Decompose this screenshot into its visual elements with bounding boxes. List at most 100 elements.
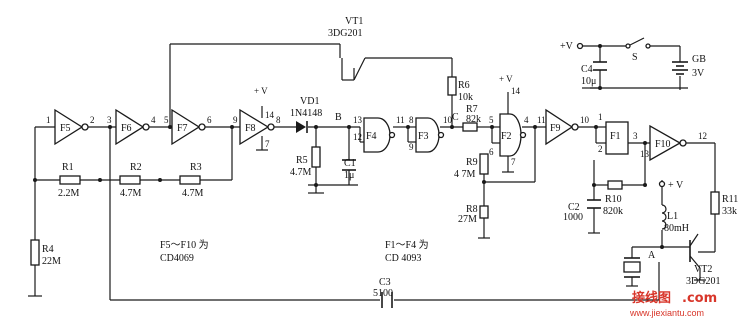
pin-label: 11 <box>537 115 546 125</box>
resistor-r9: R9 4 7M <box>454 153 489 180</box>
pin-label: 1 <box>598 112 603 122</box>
pin-label: 5 <box>489 115 494 125</box>
capacitor-c1: C1 1μ <box>342 158 356 181</box>
gate-f6-label: F6 <box>121 123 132 134</box>
gate-f3: F3 8 9 10 <box>409 115 453 153</box>
ground-symbols <box>28 87 706 297</box>
gate-f10: F10 13 12 <box>640 124 707 162</box>
gate-f1: F1 1 2 3 <box>598 112 638 155</box>
gate-f7: F7 5 6 <box>164 108 212 146</box>
resistor-r3: R3 4.7M <box>179 162 204 199</box>
resistor-r1: R1 2.2M <box>58 162 81 199</box>
r7-name: R7 <box>466 104 478 115</box>
gate-f5-label: F5 <box>60 123 71 134</box>
c3-name: C3 <box>379 277 391 288</box>
capacitor-c4: C4 10μ <box>581 61 607 87</box>
note-cd4069: CD4069 <box>160 253 194 264</box>
r9-name: R9 <box>466 157 478 168</box>
resistor-r2: R2 4.7M <box>119 162 142 199</box>
pin-label: 2 <box>90 115 95 125</box>
r4-value: 22M <box>42 256 61 267</box>
pin-label: 6 <box>207 115 212 125</box>
gate-f3-label: F3 <box>418 131 429 142</box>
watermark: 接线图 .com www.jiexiantu.com <box>629 290 717 318</box>
pin-label: 8 <box>409 115 414 125</box>
pin-label: 9 <box>233 115 238 125</box>
gate-f4-label: F4 <box>366 131 377 142</box>
watermark-url: www.jiexiantu.com <box>629 308 704 318</box>
pin-label: 1 <box>46 115 51 125</box>
supply-label: +V <box>560 41 574 52</box>
supply-label: + V <box>254 86 268 96</box>
r11-value: 33k <box>722 206 737 217</box>
transistor-vt1: VT1 3DG201 <box>328 16 363 39</box>
transducer: A <box>623 250 656 278</box>
r3-name: R3 <box>190 162 202 173</box>
r6-name: R6 <box>458 80 470 91</box>
resistor-r8: R8 27M <box>458 204 489 225</box>
supply-label: + V <box>499 74 513 84</box>
resistor-r10: R10 820k <box>603 180 623 217</box>
gate-f9: F9 11 10 <box>537 108 590 146</box>
pin-label: 10 <box>580 115 590 125</box>
gate-f8-label: F8 <box>245 123 256 134</box>
note-f5-f10: F5～F10 为 <box>160 239 209 251</box>
pin-label: 11 <box>396 115 405 125</box>
gate-f10-label: F10 <box>655 139 671 150</box>
gate-f4: F4 13 12 11 <box>353 115 405 153</box>
watermark-com: .com <box>682 291 717 306</box>
r2-value: 4.7M <box>120 188 142 199</box>
c3-value: 5100 <box>373 288 393 299</box>
pin-label: 2 <box>598 144 603 154</box>
watermark-text: 接线图 <box>632 290 671 306</box>
pin-label: 6 <box>489 147 494 157</box>
gate-f1-label: F1 <box>610 131 621 142</box>
pin-label: 3 <box>107 115 112 125</box>
vd1-name: VD1 <box>300 96 319 107</box>
vt1-name: VT1 <box>345 16 363 27</box>
r8-value: 27M <box>458 214 477 225</box>
resistor-r5: R5 4.7M <box>290 146 321 178</box>
gb-value: 3V <box>692 68 705 79</box>
capacitor-c3: C3 5100 <box>373 277 393 308</box>
node-a-label: A <box>648 250 656 261</box>
resistor-r11: R11 33k <box>710 191 738 217</box>
vt2-type: 3DG201 <box>686 276 720 287</box>
pin-label: 13 <box>640 149 650 159</box>
r4-name: R4 <box>42 244 54 255</box>
supply-label: + V <box>668 180 684 191</box>
node-b-label: B <box>335 112 342 123</box>
gate-f6: F6 3 4 <box>107 108 156 146</box>
gb-name: GB <box>692 54 706 65</box>
r7-value: 82k <box>466 114 481 125</box>
capacitor-c2: C2 1000 <box>563 199 601 223</box>
pin-label: 12 <box>698 131 707 141</box>
vd1-type: 1N4148 <box>290 108 322 119</box>
pin-label: 4 <box>151 115 156 125</box>
gate-f5: F5 1 2 <box>46 108 95 146</box>
diode-vd1: VD1 1N4148 <box>290 96 322 133</box>
c1-name: C1 <box>344 158 356 169</box>
pin-label: 14 <box>265 110 275 120</box>
pin-label: 13 <box>353 115 363 125</box>
gate-f9-label: F9 <box>550 123 561 134</box>
c4-value: 10μ <box>581 76 596 87</box>
pin-label: 10 <box>443 115 453 125</box>
pin-label: 4 <box>524 115 529 125</box>
r10-name: R10 <box>605 194 622 205</box>
r5-value: 4.7M <box>290 167 312 178</box>
r11-name: R11 <box>722 194 738 205</box>
junction-dots <box>33 44 664 249</box>
gate-f7-label: F7 <box>177 123 188 134</box>
pin-label: 7 <box>511 157 516 167</box>
r9-value: 4 7M <box>454 169 476 180</box>
chip-notes: F5～F10 为 CD4069 F1～F4 为 CD 4093 <box>160 239 429 264</box>
note-cd4093: CD 4093 <box>385 253 421 264</box>
note-f1-f4: F1～F4 为 <box>385 239 429 251</box>
r5-name: R5 <box>296 155 308 166</box>
vt1-type: 3DG201 <box>328 28 362 39</box>
node-labels: B C <box>335 112 459 123</box>
gate-f2-label: F2 <box>501 131 512 142</box>
gate-f2: F2 5 6 14 4 7 + V <box>489 74 529 167</box>
